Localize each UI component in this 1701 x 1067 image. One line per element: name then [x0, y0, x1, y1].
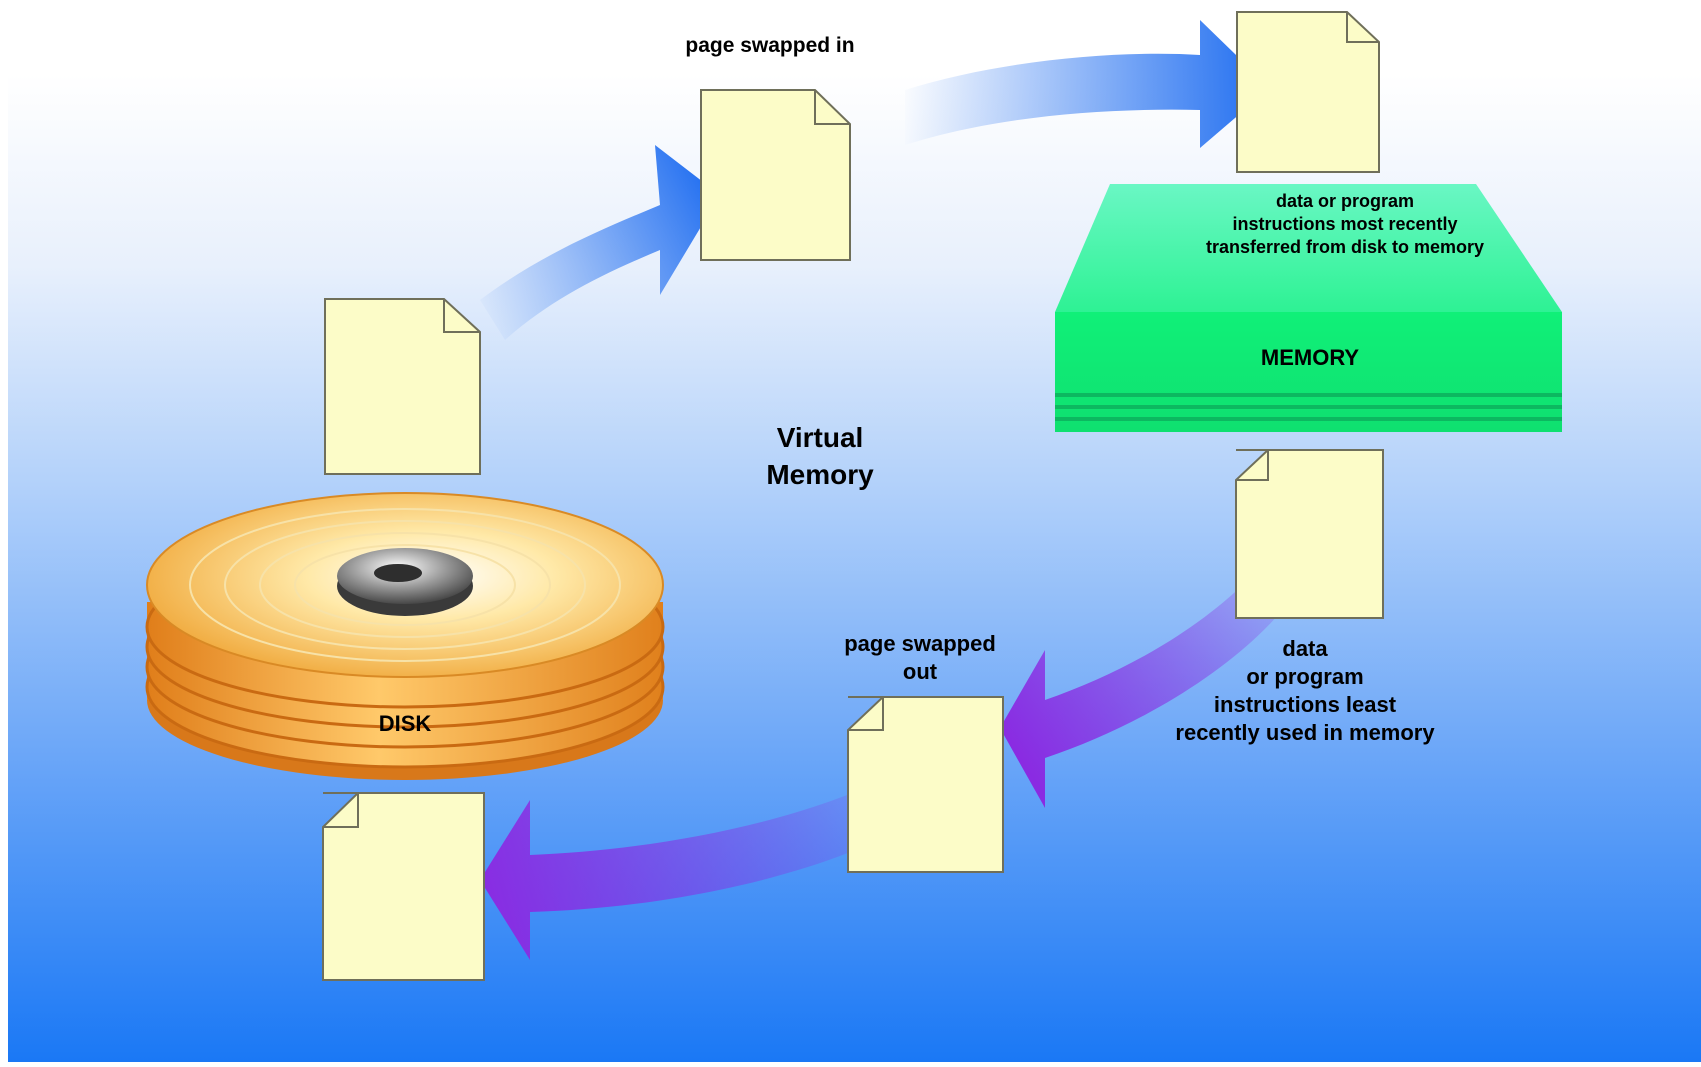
most-recent-caption-line1: data or program [1275, 191, 1415, 211]
page-swapped-out [847, 696, 1004, 873]
virtual-memory-title-line2: Memory [766, 459, 874, 490]
least-recent-caption: data or program instructions least recen… [1120, 635, 1490, 747]
page-swapped-out-label-line2: out [902, 659, 938, 684]
disk-label: DISK [378, 711, 432, 736]
disk-stack [145, 492, 665, 780]
page-disk-bottom [322, 792, 485, 981]
least-recent-caption-line2: or program [1246, 664, 1364, 689]
page-swapped-in-label: page swapped in [685, 34, 855, 57]
memory-block [1055, 184, 1562, 432]
page-memory-bottom [1235, 449, 1384, 619]
least-recent-caption-line1: data [1282, 636, 1328, 661]
page-swapped-out-label: page swapped out [780, 630, 1060, 686]
least-recent-caption-line4: recently used in memory [1175, 720, 1435, 745]
most-recent-caption-line2: instructions most recently [1232, 214, 1458, 234]
virtual-memory-title-line1: Virtual [776, 422, 864, 453]
most-recent-caption: data or program instructions most recent… [1160, 190, 1530, 259]
swap-out-arrow-2 [480, 760, 925, 960]
swap-out-arrow-1 [1000, 510, 1315, 808]
page-disk-top [324, 298, 481, 475]
page-memory-top [1236, 11, 1380, 173]
memory-label: MEMORY [1260, 345, 1360, 370]
virtual-memory-title: Virtual Memory [720, 419, 920, 493]
most-recent-caption-line3: transferred from disk to memory [1205, 237, 1485, 257]
page-swapped-in [700, 89, 851, 261]
least-recent-caption-line3: instructions least [1213, 692, 1397, 717]
swap-in-arrow-2 [905, 20, 1270, 148]
swap-in-arrow-1 [480, 145, 720, 340]
page-swapped-out-label-line1: page swapped [844, 631, 996, 656]
